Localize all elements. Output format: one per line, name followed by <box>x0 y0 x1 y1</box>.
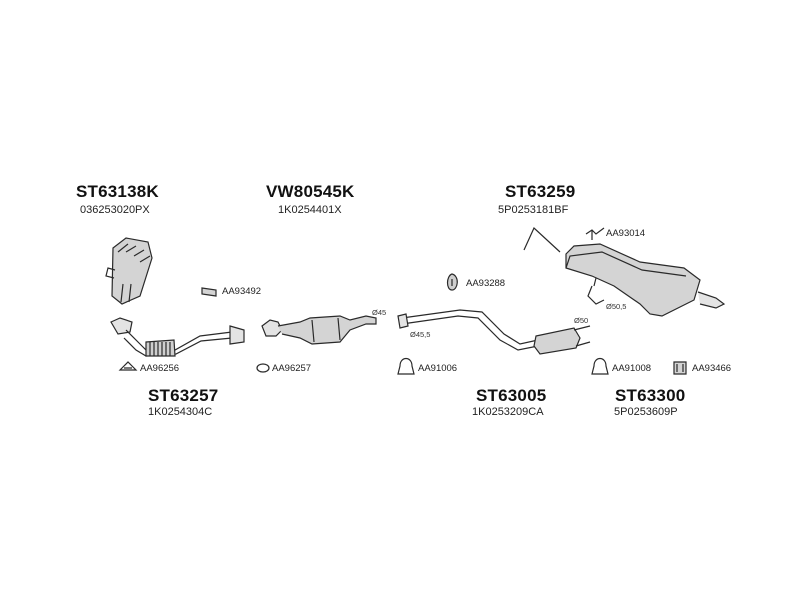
accessory-aa93492: AA93492 <box>222 286 262 297</box>
rear-silencer <box>565 243 726 317</box>
exhaust-manifold <box>105 237 153 305</box>
diameter-label-50-5: Ø50,5 <box>606 302 627 311</box>
diameter-label-45: Ø45 <box>372 308 387 317</box>
part-code-st63259: ST63259 <box>505 182 576 201</box>
accessory-aa93288: AA93288 <box>466 278 506 289</box>
front-pipe <box>110 317 245 357</box>
oem-number-st63300: 5P0253609P <box>614 406 678 418</box>
accessory-aa91006: AA91006 <box>418 363 458 374</box>
part-code-st63300: ST63300 <box>615 386 686 405</box>
part-code-st63005: ST63005 <box>476 386 547 405</box>
ring-aa96256 <box>118 361 138 371</box>
clamp-aa93014 <box>585 227 605 240</box>
clamp-aa91006 <box>397 357 415 375</box>
oem-number-st63138k: 036253020PX <box>80 204 150 216</box>
mount-aa93466 <box>673 361 687 375</box>
oem-number-st63005: 1K0253209CA <box>472 406 544 418</box>
part-code-st63138k: ST63138K <box>76 182 159 201</box>
leader-lines <box>523 226 561 253</box>
accessory-aa93466: AA93466 <box>692 363 732 374</box>
hanger-aa93288 <box>446 273 458 291</box>
accessory-aa96256: AA96256 <box>140 363 180 374</box>
oem-number-st63259: 5P0253181BF <box>498 204 569 216</box>
middle-pipe <box>397 309 591 355</box>
diameter-label-45-5: Ø45,5 <box>410 330 431 339</box>
part-code-vw80545k: VW80545K <box>266 182 355 201</box>
accessory-aa91008: AA91008 <box>612 363 652 374</box>
accessory-aa96257: AA96257 <box>272 363 312 374</box>
sensor-part <box>201 287 217 297</box>
part-code-st63257: ST63257 <box>148 386 219 405</box>
oem-number-st63257: 1K0254304C <box>148 406 213 418</box>
catalytic-converter <box>261 315 377 345</box>
oem-number-vw80545k: 1K0254401X <box>278 204 342 216</box>
diameter-label-50: Ø50 <box>574 316 589 325</box>
gasket-aa96257 <box>256 363 270 373</box>
accessory-aa93014: AA93014 <box>606 228 646 239</box>
clamp-aa91008 <box>591 357 609 375</box>
